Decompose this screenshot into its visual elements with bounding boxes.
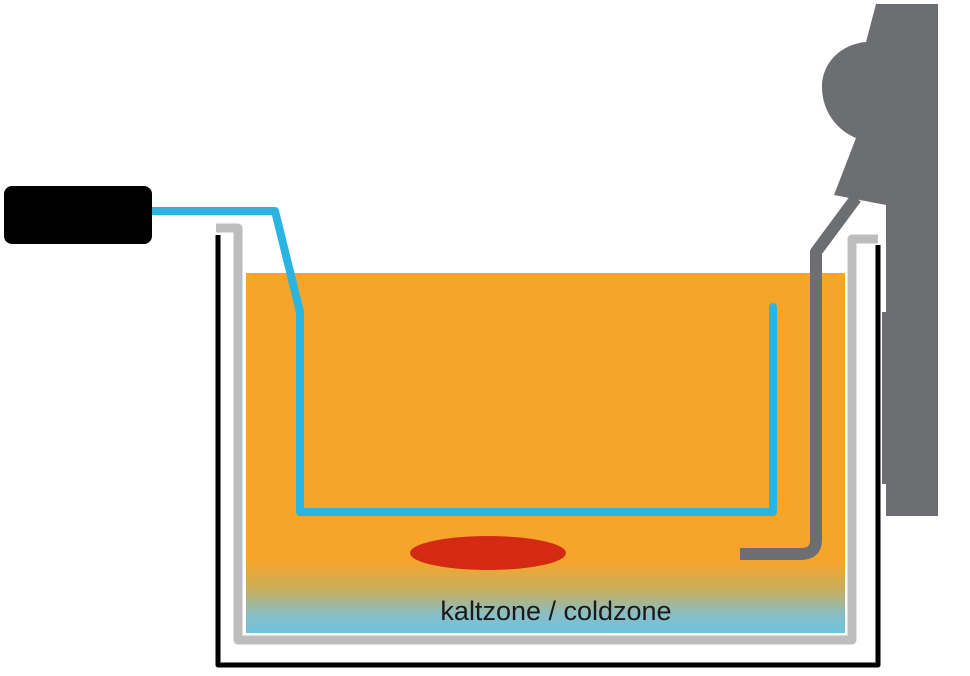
heating-element-bulge	[410, 536, 566, 570]
tank-outline	[215, 235, 881, 668]
cold-zone-label: kaltzone / coldzone	[440, 596, 671, 626]
basket-handle	[4, 186, 152, 244]
tank-inner-wall	[216, 223, 878, 645]
basket-wire	[141, 207, 777, 516]
oil-fill	[246, 273, 845, 633]
heater-head	[822, 4, 938, 516]
